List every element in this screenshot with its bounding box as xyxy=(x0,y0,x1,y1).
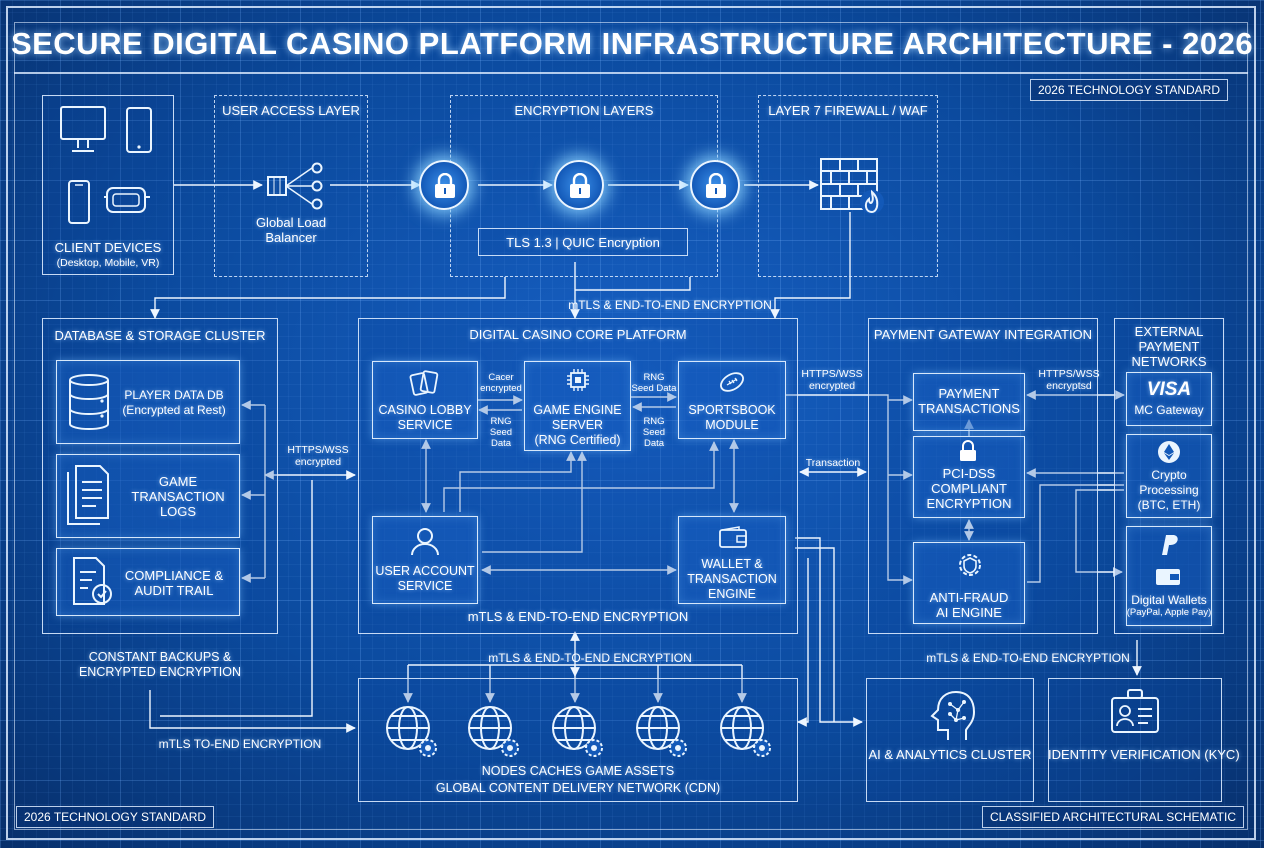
stamp-bottom-right: CLASSIFIED ARCHITECTURAL SCHEMATIC xyxy=(981,806,1244,828)
payment-gateway-box[interactable] xyxy=(868,318,1098,634)
edge-label-payment-external-https: HTTPS/WSS encryptsd xyxy=(1038,368,1100,392)
kyc-label: IDENTITY VERIFICATION (KYC) xyxy=(1048,747,1240,762)
desktop-monitor-icon xyxy=(60,106,106,156)
client-devices-subtitle: (Desktop, Mobile, VR) xyxy=(56,257,160,269)
globe-node-icon xyxy=(718,704,772,758)
gear-shield-icon xyxy=(955,550,985,580)
ethereum-icon xyxy=(1157,440,1181,464)
user-access-layer-box[interactable] xyxy=(214,95,368,277)
digital-wallets-sublabel: (PayPal, Apple Pay) xyxy=(1126,607,1212,618)
lock-icon xyxy=(419,160,469,210)
tls-encryption-box xyxy=(478,228,688,256)
external-networks-title: EXTERNAL PAYMENT NETWORKS xyxy=(1131,324,1207,369)
core-footer-label: mTLS & END-TO-END ENCRYPTION xyxy=(467,609,689,624)
title-bar xyxy=(14,22,1248,74)
edge-label-db-https: HTTPS/WSS encrypted xyxy=(287,444,349,468)
database-cluster-box[interactable] xyxy=(42,318,278,634)
firewall-box[interactable] xyxy=(758,95,938,277)
stamp-bottom-left: 2026 TECHNOLOGY STANDARD xyxy=(16,806,215,828)
processor-chip-icon xyxy=(567,369,589,391)
globe-node-icon xyxy=(466,704,520,758)
user-account-label: USER ACCOUNT SERVICE xyxy=(375,564,475,593)
payment-transactions-label: PAYMENT TRANSACTIONS xyxy=(918,386,1020,416)
backups-label: CONSTANT BACKUPS & ENCRYPTED ENCRYPTION xyxy=(78,650,242,679)
pci-dss-label: PCI-DSS COMPLIANT ENCRYPTION xyxy=(926,466,1012,511)
payment-transactions-card[interactable] xyxy=(913,373,1025,431)
global-load-balancer-label: Global Load Balancer xyxy=(255,215,327,245)
casino-lobby-card[interactable] xyxy=(372,361,478,439)
user-access-layer-title: USER ACCESS LAYER xyxy=(222,103,360,118)
mc-gateway-label: MC Gateway xyxy=(1134,403,1204,417)
globe-node-icon xyxy=(550,704,604,758)
edge-label-cacer: Cacer encrypted xyxy=(480,372,522,394)
id-card-icon xyxy=(1110,688,1162,738)
page-title: SECURE DIGITAL CASINO PLATFORM INFRASTRU… xyxy=(10,26,1254,61)
ai-cluster-box[interactable] xyxy=(866,678,1034,802)
compliance-audit-label: COMPLIANCE & AUDIT TRAIL xyxy=(124,568,224,598)
wallet-icon xyxy=(1155,566,1181,586)
firewall-title: LAYER 7 FIREWALL / WAF xyxy=(768,103,928,118)
pci-dss-card[interactable] xyxy=(913,436,1025,518)
load-balancer-icon xyxy=(266,160,330,212)
outer-frame xyxy=(6,6,1256,840)
inner-frame xyxy=(14,22,1248,830)
lock-icon xyxy=(554,160,604,210)
document-stack-icon xyxy=(66,464,114,528)
edge-label-top-mtls: mTLS & END-TO-END ENCRYPTION xyxy=(568,298,772,312)
playing-cards-icon xyxy=(409,370,440,398)
edge-label-rng-seed-1: RNG Seed Data xyxy=(631,372,677,394)
cdn-caption-nodes: NODES CACHES GAME ASSETS xyxy=(481,764,675,778)
encryption-layers-title: ENCRYPTION LAYERS xyxy=(514,103,654,118)
user-icon xyxy=(410,526,440,556)
crypto-processing-card[interactable] xyxy=(1126,434,1212,518)
database-icon xyxy=(68,374,110,432)
edge-label-right-mtls: mTLS & END-TO-END ENCRYPTION xyxy=(926,651,1130,665)
game-engine-card[interactable] xyxy=(524,361,631,451)
paypal-icon xyxy=(1157,533,1179,557)
ai-brain-head-icon xyxy=(926,690,976,742)
ai-cluster-label: AI & ANALYTICS CLUSTER xyxy=(868,747,1032,762)
database-cluster-title: DATABASE & STORAGE CLUSTER xyxy=(54,328,266,343)
core-platform-title: DIGITAL CASINO CORE PLATFORM xyxy=(469,327,687,342)
wallet-icon xyxy=(719,526,747,548)
football-icon xyxy=(718,370,746,394)
player-data-db-card[interactable] xyxy=(56,360,240,444)
crypto-processing-label: Crypto Processing (BTC, ETH) xyxy=(1137,468,1201,512)
game-engine-label: GAME ENGINE SERVER (RNG Certified) xyxy=(533,403,622,447)
edge-label-transaction: Transaction xyxy=(805,457,861,469)
edge-label-rng-seed-3: RNG Seed Data xyxy=(642,416,666,449)
anti-fraud-label: ANTI-FRAUD AI ENGINE xyxy=(929,590,1009,620)
compliance-checklist-icon xyxy=(70,556,114,608)
edge-label-core-payment-https: HTTPS/WSS encrypted xyxy=(801,368,863,392)
edge-label-bottom-mtls: mTLS TO-END ENCRYPTION xyxy=(158,737,322,751)
game-transaction-logs-label: GAME TRANSACTION LOGS xyxy=(131,474,225,519)
wallet-engine-label: WALLET & TRANSACTION ENGINE xyxy=(687,557,777,601)
cdn-caption-title: GLOBAL CONTENT DELIVERY NETWORK (CDN) xyxy=(435,781,721,795)
mobile-phone-icon xyxy=(68,180,90,226)
vr-headset-icon xyxy=(104,185,152,217)
visa-logo: VISA xyxy=(1146,379,1192,400)
sportsbook-label: SPORTSBOOK MODULE xyxy=(688,403,776,432)
casino-lobby-label: CASINO LOBBY SERVICE xyxy=(378,403,472,432)
tls-encryption-label: TLS 1.3 | QUIC Encryption xyxy=(506,235,660,250)
lock-icon xyxy=(958,440,978,462)
visa-card[interactable] xyxy=(1126,372,1212,426)
globe-node-icon xyxy=(384,704,438,758)
client-devices-title: CLIENT DEVICES xyxy=(54,240,162,255)
stamp-top-right: 2026 TECHNOLOGY STANDARD xyxy=(1029,79,1228,101)
edge-label-rng-seed-2: RNG Seed Data xyxy=(489,416,513,449)
edge-label-mid-mtls: mTLS & END-TO-END ENCRYPTION xyxy=(488,651,692,665)
digital-wallets-label: Digital Wallets xyxy=(1131,593,1207,607)
firewall-brick-icon xyxy=(820,158,886,218)
payment-gateway-title: PAYMENT GATEWAY INTEGRATION xyxy=(873,327,1093,342)
globe-node-icon xyxy=(634,704,688,758)
player-data-db-label: PLAYER DATA DB (Encrypted at Rest) xyxy=(122,388,226,417)
user-account-card[interactable] xyxy=(372,516,478,604)
lock-icon xyxy=(690,160,740,210)
tablet-icon xyxy=(126,107,154,155)
